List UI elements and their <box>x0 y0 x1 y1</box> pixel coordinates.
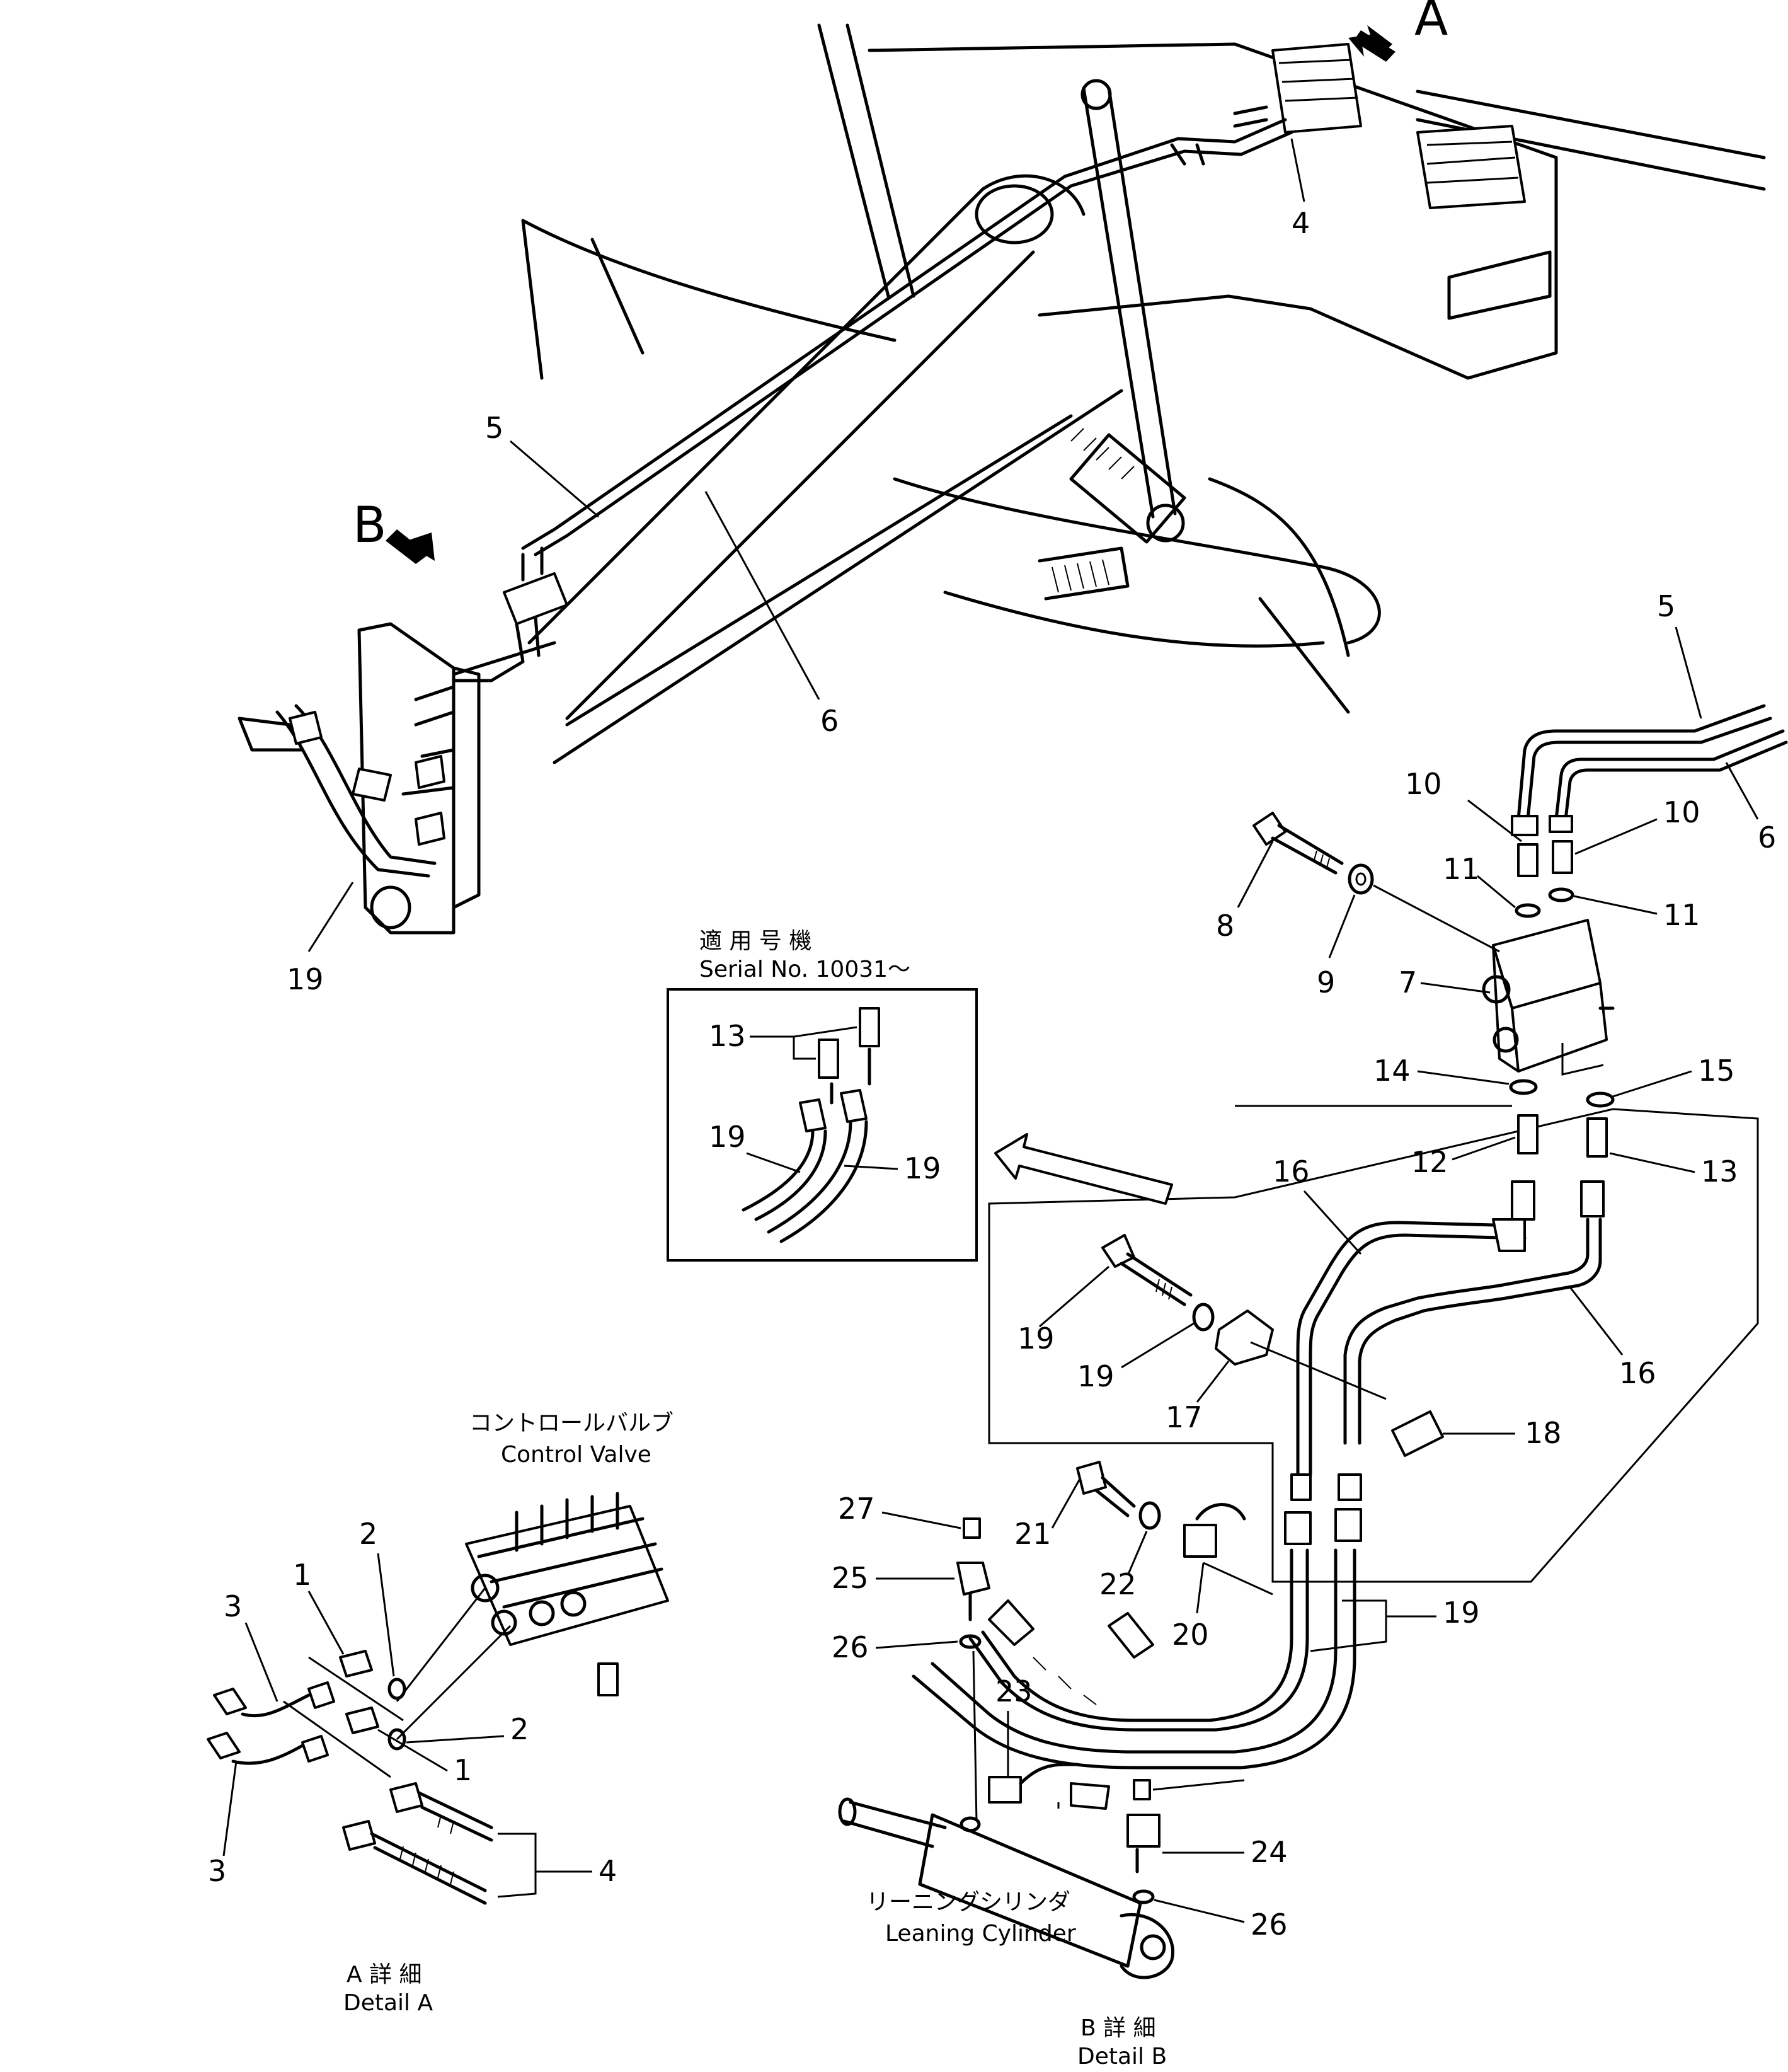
callout-11-right: 11 <box>1663 898 1700 932</box>
callout-12-right: 13 <box>1701 1154 1738 1189</box>
control-valve <box>465 1492 669 1696</box>
main-assembly-drawing <box>238 23 1766 935</box>
view-label-a: A <box>1414 0 1448 47</box>
detail-a-view: コントロールバルブ Control Valve 1 2 3 2 1 <box>207 1410 673 2016</box>
leaning-cylinder-en: Leaning Cylinder <box>885 1921 1076 1947</box>
callout-13-left: 14 <box>1373 1054 1411 1088</box>
callout-15: 16 <box>1273 1154 1310 1189</box>
callout-22: 22 <box>1099 1567 1137 1601</box>
callout-19-inset-left: 19 <box>709 1120 746 1154</box>
callout-19-main: 19 <box>287 962 324 996</box>
callout-16-right: 18 <box>1525 1416 1562 1450</box>
detail-b-caption: B 詳 細 Detail B <box>1077 2015 1167 2069</box>
callout-14: 16 <box>1619 1356 1656 1390</box>
leaning-valve-block <box>1482 919 1615 1073</box>
view-label-b: B <box>353 497 387 554</box>
callout-2-bottom: 2 <box>510 1712 529 1746</box>
inset-frame <box>667 988 978 1262</box>
detail-b-en: Detail B <box>1077 2044 1167 2069</box>
bolt-8 <box>1252 812 1344 875</box>
inset-title-en: Serial No. 10031～ <box>699 957 910 982</box>
inset-arrow <box>994 1133 1173 1205</box>
callout-1-top: 1 <box>293 1558 311 1592</box>
callout-6-main: 6 <box>820 704 839 738</box>
callout-11-left: 11 <box>1443 852 1480 886</box>
callouts-exploded: 5 6 10 10 11 11 8 9 7 14 15 12 13 16 16 … <box>832 589 1776 1942</box>
callout-4-main: 4 <box>1292 206 1310 240</box>
leaning-cylinder <box>838 1797 1174 1979</box>
detail-a-en: Detail A <box>343 1990 433 2016</box>
control-valve-jp: コントロールバルブ <box>469 1410 673 1436</box>
exploded-valve-view <box>838 704 1788 1979</box>
callout-1-bottom: 1 <box>454 1753 472 1787</box>
view-arrow-b: B <box>353 497 435 564</box>
valve-block-top <box>1271 43 1526 209</box>
callout-21: 21 <box>1014 1517 1052 1551</box>
callout-26-bottom: 26 <box>1251 1908 1288 1942</box>
leaning-cylinder-jp: リーニングシリンダ <box>866 1889 1070 1915</box>
callout-10-left: 10 <box>1405 767 1442 801</box>
callout-12-left: 12 <box>1411 1145 1448 1179</box>
detail-b-jp: B 詳 細 <box>1080 2015 1156 2041</box>
callout-2-top: 2 <box>359 1517 377 1551</box>
callouts-main: 4 5 6 19 <box>287 138 1310 996</box>
callout-17: 19 <box>1017 1321 1055 1355</box>
callout-6-exploded: 6 <box>1758 820 1776 855</box>
callout-19-inset-right: 19 <box>904 1151 941 1185</box>
control-valve-en: Control Valve <box>501 1442 651 1468</box>
callout-25: 25 <box>832 1561 869 1595</box>
view-arrow-a: A <box>1348 0 1448 62</box>
detail-a-jp: A 詳 細 <box>347 1962 422 1988</box>
callout-3-top: 3 <box>224 1589 242 1623</box>
callout-23: 23 <box>995 1674 1033 1708</box>
callout-10-right: 10 <box>1663 795 1700 829</box>
callout-18: 19 <box>1077 1359 1115 1393</box>
callout-7: 7 <box>1399 965 1417 999</box>
bolt-17 <box>1101 1234 1193 1306</box>
callout-8: 8 <box>1216 909 1234 943</box>
callout-16-left: 17 <box>1166 1400 1203 1434</box>
callout-9: 9 <box>1317 965 1335 999</box>
callout-13-right: 15 <box>1698 1054 1735 1088</box>
callout-5-main: 5 <box>485 411 503 445</box>
callout-24: 24 <box>1251 1835 1288 1869</box>
serial-inset: 適 用 号 機 Serial No. 10031～ 13 19 19 <box>667 928 978 1262</box>
callout-19-exploded: 19 <box>1443 1596 1480 1630</box>
inset-title-jp: 適 用 号 機 <box>699 928 811 954</box>
leaning-cylinder-label: リーニングシリンダ Leaning Cylinder <box>866 1889 1076 1947</box>
callout-5-exploded: 5 <box>1657 589 1675 623</box>
callout-3-bottom: 3 <box>208 1854 226 1888</box>
callout-12-inset: 13 <box>709 1019 746 1053</box>
callout-26-top: 26 <box>832 1630 869 1664</box>
leaning-valve-main <box>452 546 568 682</box>
callout-20: 20 <box>1172 1618 1209 1652</box>
callout-27-top: 27 <box>838 1492 875 1526</box>
callout-4-detail: 4 <box>599 1854 617 1888</box>
